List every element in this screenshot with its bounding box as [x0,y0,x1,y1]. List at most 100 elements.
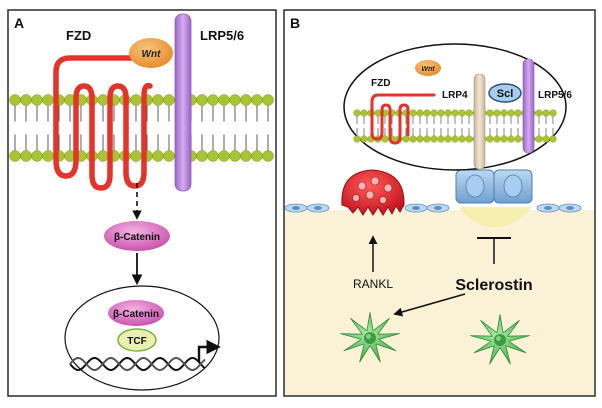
lipid-head [500,109,508,117]
lipid-head [486,135,494,143]
lipid-head [152,150,164,162]
lipid-head [409,135,417,143]
lipid-head [163,94,175,106]
inset-sclerostin [488,83,522,103]
fzd-label: FZD [66,28,91,43]
lipid-head [262,150,274,162]
lining-cell-nucleus [412,206,420,210]
lipid-head [262,94,274,106]
lipid-head [507,109,515,117]
lipid-head [207,150,219,162]
lipid-head [353,135,361,143]
lipid-head [360,109,368,117]
lrp56-receptor [174,13,192,192]
lipid-head [486,109,494,117]
lipid-head [374,109,382,117]
lipid-head [31,94,43,106]
lipid-head [437,135,445,143]
nuclear-beta-catenin-label: β-Catenin [113,309,159,320]
lipid-head [542,135,550,143]
lipid-head [207,94,219,106]
lipid-head [360,135,368,143]
lipid-head [507,135,515,143]
lipid-head [535,109,543,117]
lipid-head [514,135,522,143]
lipid-head [240,94,252,106]
sclerostin-region [458,207,532,228]
inset-fzd-receptor [370,93,436,145]
beta-catenin-label: β-Catenin [114,232,160,243]
lipid-head [20,150,32,162]
inset-fzd-label: FZD [371,78,390,89]
lipid-head [130,150,142,162]
lipid-head [196,150,208,162]
lining-cell-nucleus [434,206,442,210]
inset-wnt-label: Wnt [421,66,435,73]
lipid-head [416,109,424,117]
lipid-head [444,109,452,117]
lipid-head [218,150,230,162]
lipid-head [444,135,452,143]
lipid-head [493,109,501,117]
fzd-receptor [53,55,153,191]
panel-a-letter: A [14,15,24,31]
lipid-head [218,94,230,106]
lipid-head [42,94,54,106]
panel-a: A Wnt FZD LRP5/6 β-Catenin β-Catenin TCF [7,9,277,397]
lipid-head [493,135,501,143]
osteocyte-nucleolus [496,336,501,341]
lining-cell-nucleus [314,206,322,210]
lipid-head [423,109,431,117]
osteocyte-nucleolus [366,334,371,339]
inset-lrp4-label: LRP4 [442,90,468,101]
beta-catenin-cytoplasm [104,221,170,251]
bone-lining-cells [284,203,582,213]
lipid-head [381,135,389,143]
panel-b-letter: B [290,15,300,31]
inset-lrp56-receptor [522,58,535,154]
rankl-label: RANKL [353,277,393,291]
wnt-label: Wnt [142,49,162,60]
lipid-head [97,150,109,162]
lipid-head [451,135,459,143]
lipid-head [514,109,522,117]
lipid-head [465,135,473,143]
inset-lrp56-label: LRP5/6 [538,90,572,101]
lipid-head [9,150,21,162]
lining-nucleus-right [503,174,523,198]
lipid-head [42,150,54,162]
lipid-head [500,135,508,143]
lipid-head [229,94,241,106]
sclerostin-to-osteocyte-arrow [393,293,466,317]
dna-strand [69,356,206,372]
inset-scl-label: Scl [497,88,514,100]
inset-lrp4-receptor [473,73,486,170]
osteoclast [341,169,405,216]
lipid-head [458,109,466,117]
wnt-ligand [129,38,173,68]
lipid-head [549,109,557,117]
lining-cell-nucleus [566,206,574,210]
lipid-head [535,135,543,143]
lipid-head [451,109,459,117]
lining-nucleus-left [465,174,485,198]
tcf-label: TCF [127,336,146,347]
lipid-head [9,94,21,106]
lipid-head [152,94,164,106]
lipid-head [163,150,175,162]
lipid-head [353,109,361,117]
dna-strand [69,356,206,372]
lipid-head [130,94,142,106]
inset-wnt-ligand [415,60,441,76]
lipid-head [31,150,43,162]
lipid-head [402,135,410,143]
lipid-head [430,135,438,143]
transcription-start-arrow [197,339,221,362]
lipid-head [240,150,252,162]
lipid-head [196,94,208,106]
lipid-head [97,94,109,106]
lipid-head [20,94,32,106]
bone-matrix [285,210,594,395]
lining-cell-nucleus [292,206,300,210]
